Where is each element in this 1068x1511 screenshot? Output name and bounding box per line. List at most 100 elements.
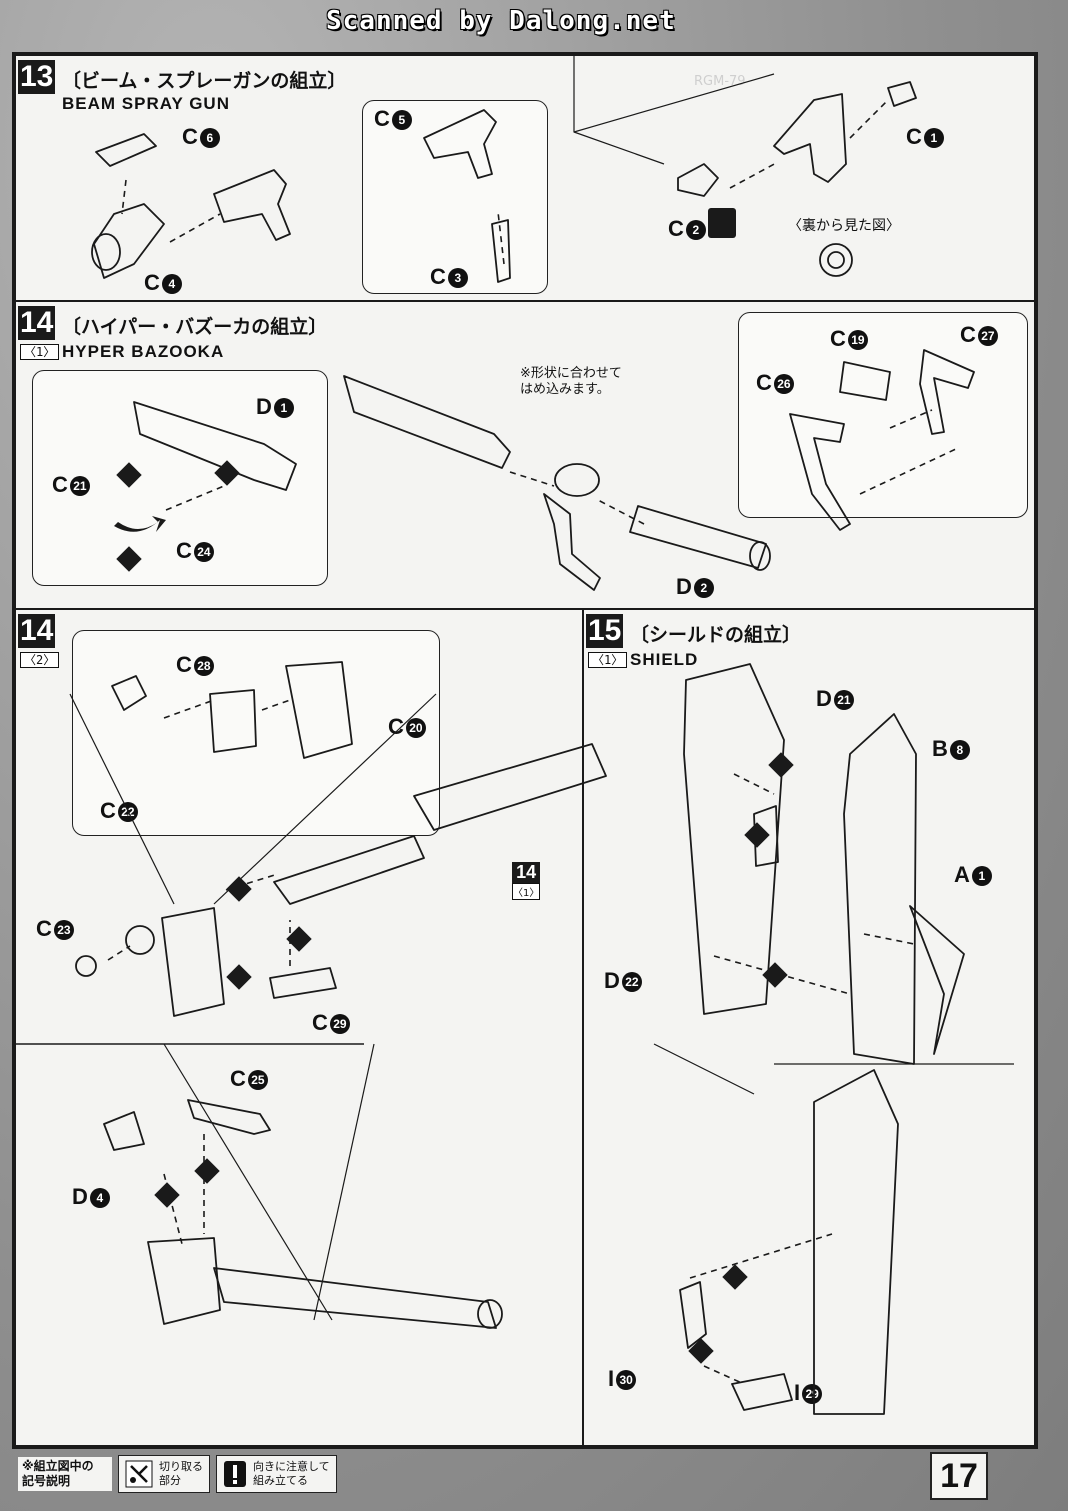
fit-note: ※形状に合わせて はめ込みます。 (520, 366, 622, 398)
order-3-diamond (116, 546, 142, 572)
order-1-diamond (688, 1338, 714, 1364)
order-2-diamond (226, 964, 252, 990)
order-2-diamond (116, 462, 142, 488)
detail-callout (362, 100, 548, 294)
page-number: 17 (930, 1452, 988, 1500)
assembled-bazooka (213, 1267, 497, 1329)
back-view-circle (819, 243, 853, 277)
ref-number: 14 (512, 862, 541, 883)
part-c28 (209, 689, 257, 753)
order-1-diamond (768, 752, 794, 778)
barrel-part-d2 (629, 505, 767, 569)
muzzle-part-c1 (887, 81, 917, 107)
part-i30 (679, 1281, 707, 1349)
order-1-diamond (154, 1182, 180, 1208)
step-number: 15 (586, 614, 624, 648)
legend-caution-label: 向きに注意して 組み立てる (253, 1460, 330, 1487)
step-number: 14 (18, 614, 56, 648)
rotate-arrow-icon (114, 516, 166, 532)
assembly-line-art (14, 54, 1014, 1415)
part-c20 (285, 661, 353, 759)
step-number: 14 (18, 306, 56, 340)
order-3-diamond (762, 962, 788, 988)
gun-body-part (213, 169, 291, 241)
caution-icon (224, 1461, 246, 1487)
back-view-label: 〈裏から見た図〉 (788, 218, 900, 234)
grip-part-c3 (491, 219, 511, 283)
assembled-magazine (147, 1237, 221, 1325)
part-c22 (111, 675, 147, 711)
symbol-legend: ※組立図中の 記号説明 切り取る 部分 向きに注意して 組み立てる (18, 1454, 337, 1494)
step-number: 13 (18, 60, 56, 94)
part-c19 (839, 361, 891, 401)
bazooka-barrel-top (413, 743, 607, 831)
caution-mark-icon (708, 208, 736, 238)
order-2-diamond (722, 1264, 748, 1290)
part-a1 (909, 905, 965, 1055)
legend-caution: 向きに注意して 組み立てる (216, 1455, 337, 1493)
part-c26 (789, 413, 851, 531)
grip-handle (543, 493, 601, 591)
bazooka-half-d1 (133, 401, 297, 491)
step-title-jp: 〔ハイパー・バズーカの組立〕 (62, 316, 328, 338)
substep-marker: 〈1〉 (20, 344, 60, 360)
part-c27 (919, 349, 975, 435)
part-i29 (731, 1373, 793, 1411)
substep-marker: 〈1〉 (588, 652, 628, 668)
order-1-diamond (286, 926, 312, 952)
legend-heading: ※組立図中の 記号説明 (18, 1457, 112, 1491)
scope-part-c4 (93, 203, 165, 279)
gun-part-c5 (423, 109, 497, 179)
bazooka-barrel (343, 375, 511, 469)
order-2-diamond (744, 822, 770, 848)
magazine-part (161, 907, 225, 1017)
order-2-diamond (194, 1158, 220, 1184)
step-reference: 14 〈1〉 (512, 862, 541, 900)
order-1-diamond (214, 460, 240, 486)
part-c23 (75, 955, 97, 977)
legend-cut-label: 切り取る 部分 (159, 1460, 203, 1487)
legend-cut: 切り取る 部分 (118, 1455, 210, 1493)
part-d4 (103, 1111, 145, 1151)
gun-assembled (773, 93, 847, 183)
fit-note-text: ※形状に合わせて はめ込みます。 (520, 366, 622, 397)
order-2-diamond (226, 876, 252, 902)
shield-part-d22 (683, 663, 785, 1015)
part-d21 (753, 805, 779, 867)
nipper-icon (125, 1460, 153, 1488)
bazooka-body (273, 835, 425, 905)
substep-marker: 〈2〉 (20, 652, 60, 668)
part-c23-outer (125, 925, 155, 955)
part-c29 (269, 967, 337, 999)
step-title-en: HYPER BAZOOKA (62, 342, 225, 361)
instruction-page: RGM-79 13 〔ビーム・スプレーガンの組立〕 BEAM SPRAY GUN… (12, 52, 1038, 1449)
sensor-part-c2 (677, 163, 719, 197)
step-title-jp: 〔シールドの組立〕 (630, 624, 802, 646)
